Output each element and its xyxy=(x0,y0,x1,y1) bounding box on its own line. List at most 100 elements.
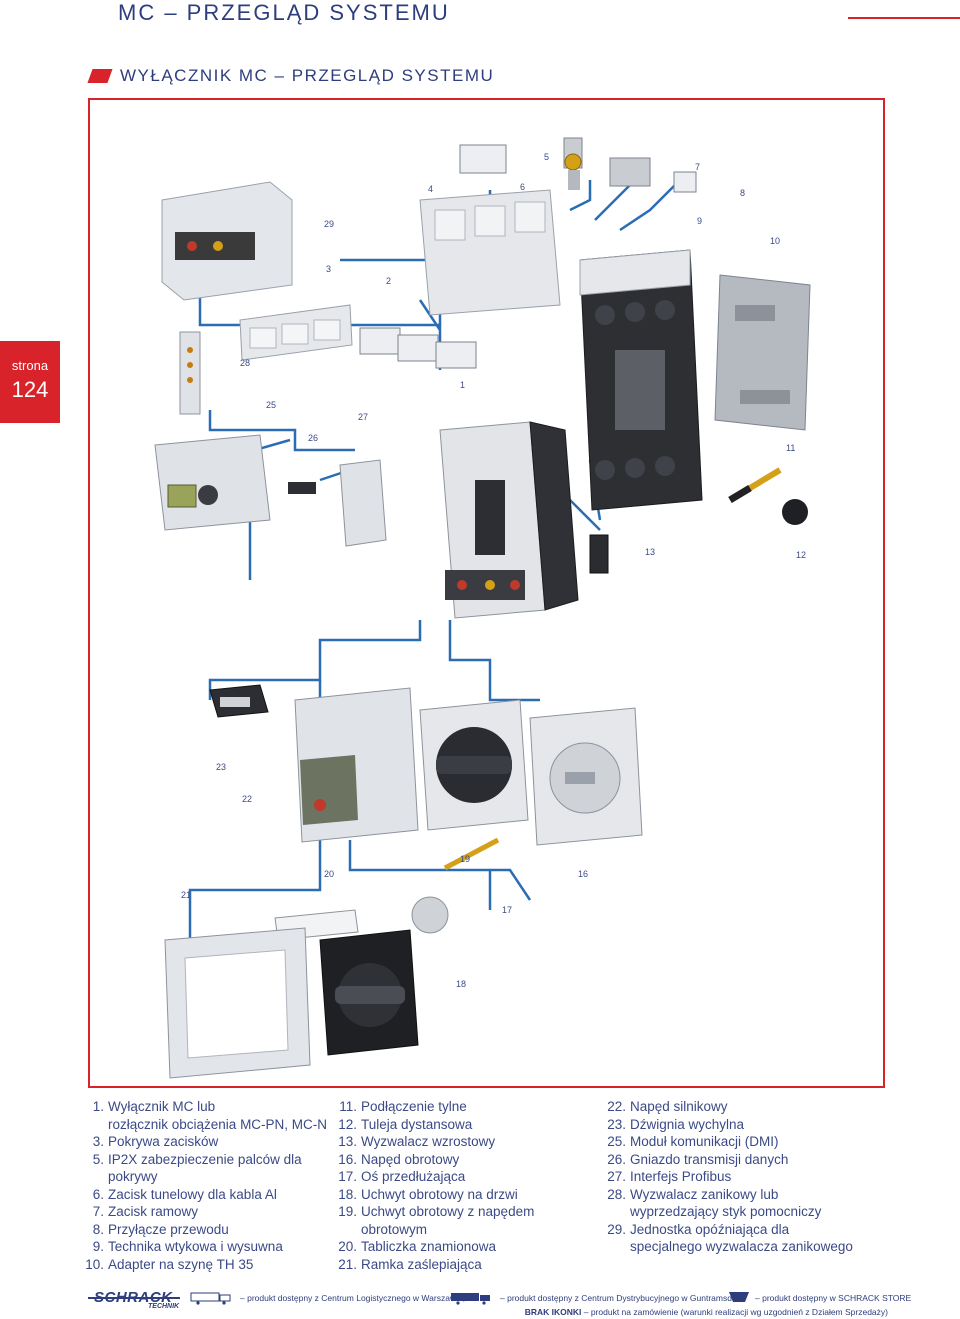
callout-label: 9 xyxy=(697,216,702,226)
legend-item: 7.Zacisk ramowy xyxy=(92,1204,199,1219)
delay-unit-29 xyxy=(161,181,293,301)
connector-line xyxy=(208,620,422,700)
rear-connection-11 xyxy=(728,467,782,504)
callout-label: 13 xyxy=(645,547,655,557)
schrack-logo: SCHRACK TECHNIK xyxy=(88,1289,180,1311)
section-header: WYŁĄCZNIK MC – PRZEGLĄD SYSTEMU xyxy=(87,66,494,86)
legend-item: 17.Oś przedłużająca xyxy=(338,1169,466,1184)
truck-icon xyxy=(190,1292,231,1305)
callout-labels: 1 2 3 4 5 6 7 8 9 10 11 12 13 16 17 18 1… xyxy=(181,152,806,989)
motor-operator-22 xyxy=(294,687,419,843)
callout-label: 23 xyxy=(216,762,226,772)
legend-item: 6.Zacisk tunelowy dla kabla Al xyxy=(92,1186,277,1202)
connector-line xyxy=(188,840,322,940)
section-marker-icon xyxy=(87,69,113,83)
callout-label: 16 xyxy=(578,869,588,879)
legend-item: 26.Gniazdo transmisji danych xyxy=(607,1151,789,1167)
legend-column-1: 1.Wyłącznik MC lub rozłącznik obciążenia… xyxy=(82,1098,327,1273)
legend-item: 9.Technika wtykowa i wysuwna xyxy=(92,1239,283,1254)
circuit-breaker-1 xyxy=(439,421,579,619)
callout-label: 22 xyxy=(242,794,252,804)
page-number-tab: strona 124 xyxy=(0,341,60,423)
callout-label: 11 xyxy=(786,443,795,453)
legend-item: pokrywy xyxy=(108,1169,158,1184)
logo-subtext: TECHNIK xyxy=(148,1303,180,1310)
legend-column-3: 22.Napęd silnikowy 23.Dźwignia wychylna … xyxy=(604,1098,853,1256)
legend-item: 20.Tabliczka znamionowa xyxy=(338,1239,497,1254)
connector-line xyxy=(348,840,532,901)
legend-column-2: 11.Podłączenie tylne 12.Tuleja dystansow… xyxy=(335,1098,534,1273)
tilting-lever-23 xyxy=(209,684,269,718)
profibus-interface-27 xyxy=(339,459,387,547)
footer-note-store: – produkt dostępny w SCHRACK STORE xyxy=(755,1293,912,1303)
callout-label: 26 xyxy=(308,433,318,443)
legend-item: 1.Wyłącznik MC lub xyxy=(92,1099,216,1114)
exploded-view-diagram: 1 2 3 4 5 6 7 8 9 10 11 12 13 16 17 18 1… xyxy=(154,137,811,1079)
legend-item: obrotowym xyxy=(361,1221,428,1237)
connector-line xyxy=(208,410,355,452)
page-title: MC – PRZEGLĄD SYSTEMU xyxy=(118,0,450,25)
no-icon-label: BRAK IKONKI xyxy=(524,1307,582,1317)
callout-label: 17 xyxy=(502,905,512,915)
part-5 xyxy=(459,144,507,174)
callout-label: 7 xyxy=(695,162,700,172)
order-note: – produkt na zamówienie (warunki realiza… xyxy=(583,1307,888,1317)
terminal-cover-4 xyxy=(419,189,561,316)
footer-note-warsaw: – produkt dostępny z Centrum Logistyczne… xyxy=(240,1293,466,1303)
rotary-drive-16 xyxy=(529,707,643,846)
callout-label: 20 xyxy=(324,869,334,879)
legend-item: 5.IP2X zabezpieczenie palców dla xyxy=(92,1151,302,1167)
shunt-trip-13 xyxy=(589,534,609,574)
dmi-module-25 xyxy=(154,434,271,531)
legend-item: 11.Podłączenie tylne xyxy=(339,1099,467,1114)
data-socket-26 xyxy=(288,482,316,494)
legend-item: 8.Przyłącze przewodu xyxy=(92,1221,229,1237)
legend-item: specjalnego wyzwalacza zanikowego xyxy=(630,1239,853,1254)
page-tab-label: strona xyxy=(11,358,49,373)
truck-icon-filled xyxy=(451,1293,490,1305)
title-rule xyxy=(848,17,960,19)
cable-lug-8 xyxy=(673,171,697,193)
door-rotary-handle-18 xyxy=(319,929,419,1056)
callout-label: 4 xyxy=(428,184,433,194)
connector-line xyxy=(569,180,592,212)
spacer-12 xyxy=(782,499,808,525)
frame-terminal-7 xyxy=(609,157,651,187)
callout-label: 28 xyxy=(240,358,250,368)
din-adapter-10 xyxy=(714,274,811,431)
legend-item: 19.Uchwyt obrotowy z napędem xyxy=(338,1204,535,1219)
store-icon xyxy=(729,1292,749,1302)
legend-item: 22.Napęd silnikowy xyxy=(607,1099,728,1114)
logo-text: SCHRACK xyxy=(94,1289,173,1306)
plug-in-base-9 xyxy=(579,249,703,511)
callout-label: 29 xyxy=(324,219,334,229)
legend-item: 28.Wyzwalacz zanikowy lub xyxy=(607,1186,779,1202)
footer-note-order: BRAK IKONKI – produkt na zamówienie (war… xyxy=(525,1307,888,1317)
page-tab-number: 124 xyxy=(11,377,49,402)
legend-item: 10.Adapter na szynę TH 35 xyxy=(85,1256,254,1272)
legend-item: 12.Tuleja dystansowa xyxy=(338,1116,473,1132)
callout-label: 18 xyxy=(456,979,466,989)
tunnel-terminal-6 xyxy=(563,137,583,190)
legend-item: 3.Pokrywa zacisków xyxy=(92,1134,219,1149)
auxiliary-trip-28 xyxy=(179,331,201,415)
legend-item: 21.Ramka zaślepiająca xyxy=(338,1256,482,1272)
connector-lines xyxy=(188,179,681,940)
callout-label: 3 xyxy=(326,264,331,274)
finger-protection-2 xyxy=(359,327,477,369)
callout-label: 2 xyxy=(386,276,391,286)
connector-line xyxy=(594,179,636,221)
callout-label: 6 xyxy=(520,182,525,192)
legend-item: 13.Wyzwalacz wzrostowy xyxy=(338,1134,496,1149)
legend-item: wyprzedzający styk pomocniczy xyxy=(630,1204,822,1219)
footer-note-guntramsdorf: – produkt dostępny z Centrum Dystrybucyj… xyxy=(500,1293,745,1303)
callout-label: 10 xyxy=(770,236,780,246)
footer: SCHRACK TECHNIK – produkt dostępny z Cen… xyxy=(0,1285,960,1319)
legend-item: 27.Interfejs Profibus xyxy=(607,1169,732,1184)
system-overview-figure: 1 2 3 4 5 6 7 8 9 10 11 12 13 16 17 18 1… xyxy=(88,98,885,1088)
rotary-handle-19 xyxy=(419,699,529,831)
extension-shaft-17 xyxy=(443,837,500,871)
callout-label: 12 xyxy=(796,550,806,560)
connector-line xyxy=(340,258,442,325)
legend-item: 25.Moduł komunikacji (DMI) xyxy=(607,1134,779,1149)
